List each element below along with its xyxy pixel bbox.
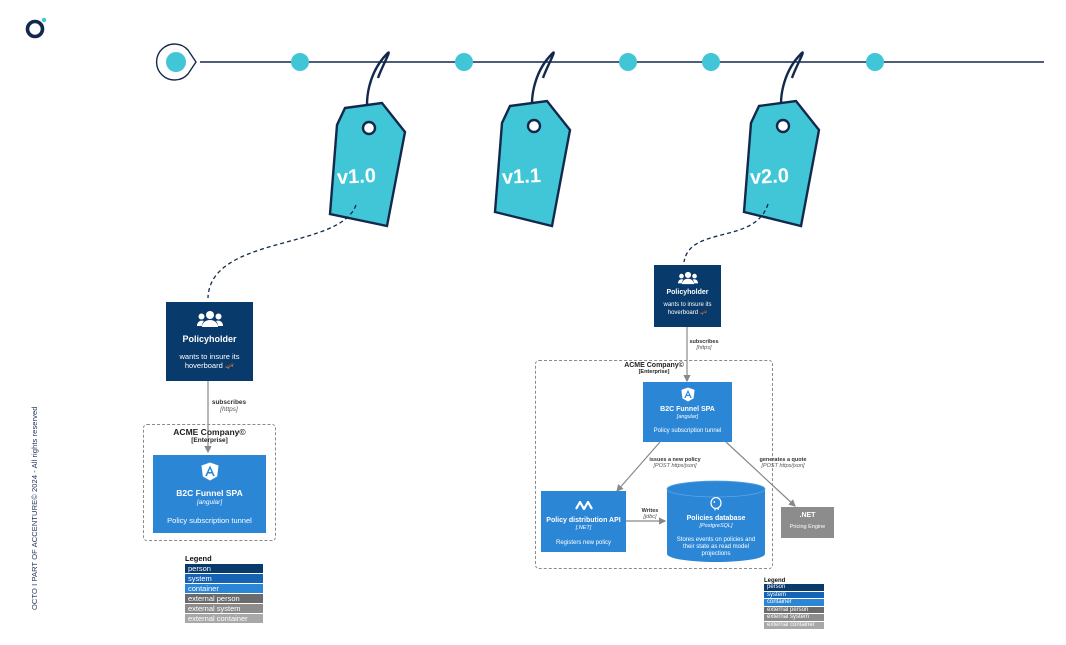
- legend-title: Legend: [764, 578, 786, 584]
- boundary-title: ACME Company©: [173, 427, 246, 437]
- legend-item-external-person: external person: [185, 594, 263, 604]
- v1-person-policyholder: Policyholder wants to insure its hoverbo…: [166, 302, 253, 381]
- person-title: Policyholder: [182, 334, 237, 344]
- version-tag-v2-0: [742, 51, 821, 228]
- v2-container-b2c-funnel-spa: B2C Funnel SPA [angular] Policy subscrip…: [643, 382, 732, 442]
- container-title: B2C Funnel SPA: [660, 406, 715, 413]
- external-title: .NET: [799, 512, 816, 519]
- users-icon: [677, 271, 698, 285]
- v2-issue-line: [616, 441, 661, 492]
- v2-writes-relation-label: Writes [jdbc]: [636, 508, 664, 520]
- boundary-subtitle: [Enterprise]: [191, 437, 228, 444]
- timeline-dot: [455, 53, 473, 71]
- v2-external-pricing-engine: .NET Pricing Engine: [781, 507, 834, 538]
- tag-label-v1-0: v1.0: [336, 164, 377, 190]
- v1-legend: Legend person system container external …: [185, 554, 263, 624]
- person-desc-line2: hoverboard 🛹: [667, 309, 708, 316]
- v2-container-policies-database: Policies database [PostgreSQL] Stores ev…: [667, 493, 765, 561]
- external-desc: Pricing Engine: [789, 524, 826, 530]
- version-tag-v1-0: [328, 51, 407, 228]
- legend-item-person: person: [185, 564, 263, 574]
- boundary-subtitle: [Enterprise]: [638, 369, 670, 375]
- container-desc: Policy subscription tunnel: [167, 516, 252, 525]
- postgres-icon: [710, 497, 722, 511]
- tag-connector-v2: [683, 203, 769, 263]
- tag-label-v1-1: v1.1: [501, 164, 542, 190]
- v1-container-b2c-funnel-spa: B2C Funnel SPA [angular] Policy subscrip…: [153, 455, 266, 533]
- legend-item-external-system: external system: [185, 604, 263, 614]
- v2-legend: Legend person system container external …: [764, 578, 824, 630]
- timeline-dot: [291, 53, 309, 71]
- v2-issue-relation-label: issues a new policy [POST https/json]: [643, 457, 707, 469]
- container-desc-line3: projections: [701, 551, 731, 558]
- v2-container-policy-distribution-api: Policy distribution API [.NET] Registers…: [541, 491, 626, 552]
- timeline-dot: [702, 53, 720, 71]
- octo-logo-icon: [25, 17, 47, 39]
- angular-icon: [201, 462, 218, 481]
- timeline-start-dot: [166, 52, 186, 72]
- container-title: B2C Funnel SPA: [176, 488, 243, 498]
- person-desc-line1: wants to insure its: [179, 352, 240, 361]
- legend-item-system: system: [764, 591, 824, 600]
- container-desc-line2: their state as read model: [682, 544, 750, 551]
- container-tech: [.NET]: [575, 525, 592, 531]
- copyright-side-text: OCTO I PART OF ACCENTURE© 2024 - All rig…: [30, 406, 39, 610]
- v2-person-policyholder: Policyholder wants to insure its hoverbo…: [654, 265, 721, 327]
- relation-tech: [POST https/json]: [653, 463, 697, 469]
- legend-item-person: person: [764, 584, 824, 592]
- container-tech: [PostgreSQL]: [699, 523, 733, 529]
- container-tech: [angular]: [196, 499, 223, 506]
- container-desc-line1: Stores events on policies and: [676, 537, 756, 543]
- relation-label-text: subscribes: [211, 399, 247, 406]
- timeline-dot: [866, 53, 884, 71]
- container-title: Policy distribution API: [546, 517, 621, 524]
- v2-quote-relation-label: generates a quote [POST https/json]: [751, 457, 815, 469]
- v2-quote-line: [725, 441, 796, 507]
- v1-enterprise-boundary: ACME Company© [Enterprise]: [143, 424, 276, 541]
- legend-title: Legend: [185, 554, 212, 563]
- relation-label-text: generates a quote: [759, 457, 807, 463]
- v2-enterprise-boundary: ACME Company© [Enterprise]: [535, 360, 773, 569]
- person-desc-line1: wants to insure its: [663, 302, 712, 308]
- relation-tech: [https]: [696, 345, 712, 351]
- v1-relation-label: subscribes [https]: [200, 399, 258, 413]
- container-title: Policies database: [686, 515, 746, 522]
- relation-label-text: issues a new policy: [649, 457, 701, 463]
- relation-label-text: Writes: [641, 508, 659, 514]
- container-desc: Registers new policy: [555, 540, 612, 546]
- legend-item-container: container: [764, 599, 824, 607]
- relation-tech: [POST https/json]: [761, 463, 805, 469]
- tag-connector-v1: [207, 204, 357, 299]
- dotnet-icon: [574, 501, 593, 510]
- legend-item-container: container: [185, 584, 263, 594]
- legend-item-external-container: external container: [764, 621, 824, 630]
- relation-tech: [https]: [220, 406, 238, 413]
- tag-label-v2-0: v2.0: [749, 164, 790, 190]
- boundary-title: ACME Company©: [624, 362, 684, 369]
- legend-item-external-person: external person: [764, 606, 824, 615]
- relation-tech: [jdbc]: [643, 514, 657, 520]
- person-title: Policyholder: [666, 289, 709, 296]
- legend-item-external-container: external container: [185, 614, 263, 624]
- legend-item-external-system: external system: [764, 614, 824, 622]
- legend-item-system: system: [185, 574, 263, 584]
- person-desc-line2: hoverboard 🛹: [184, 361, 235, 371]
- container-tech: [angular]: [676, 414, 699, 420]
- timeline-dot: [619, 53, 637, 71]
- version-tag-v1-1: [493, 51, 572, 228]
- relation-label-text: subscribes: [689, 339, 719, 345]
- container-desc: Policy subscription tunnel: [653, 428, 722, 434]
- angular-icon: [680, 387, 695, 402]
- users-icon: [196, 311, 223, 327]
- v2-relation-label: subscribes [https]: [682, 339, 726, 351]
